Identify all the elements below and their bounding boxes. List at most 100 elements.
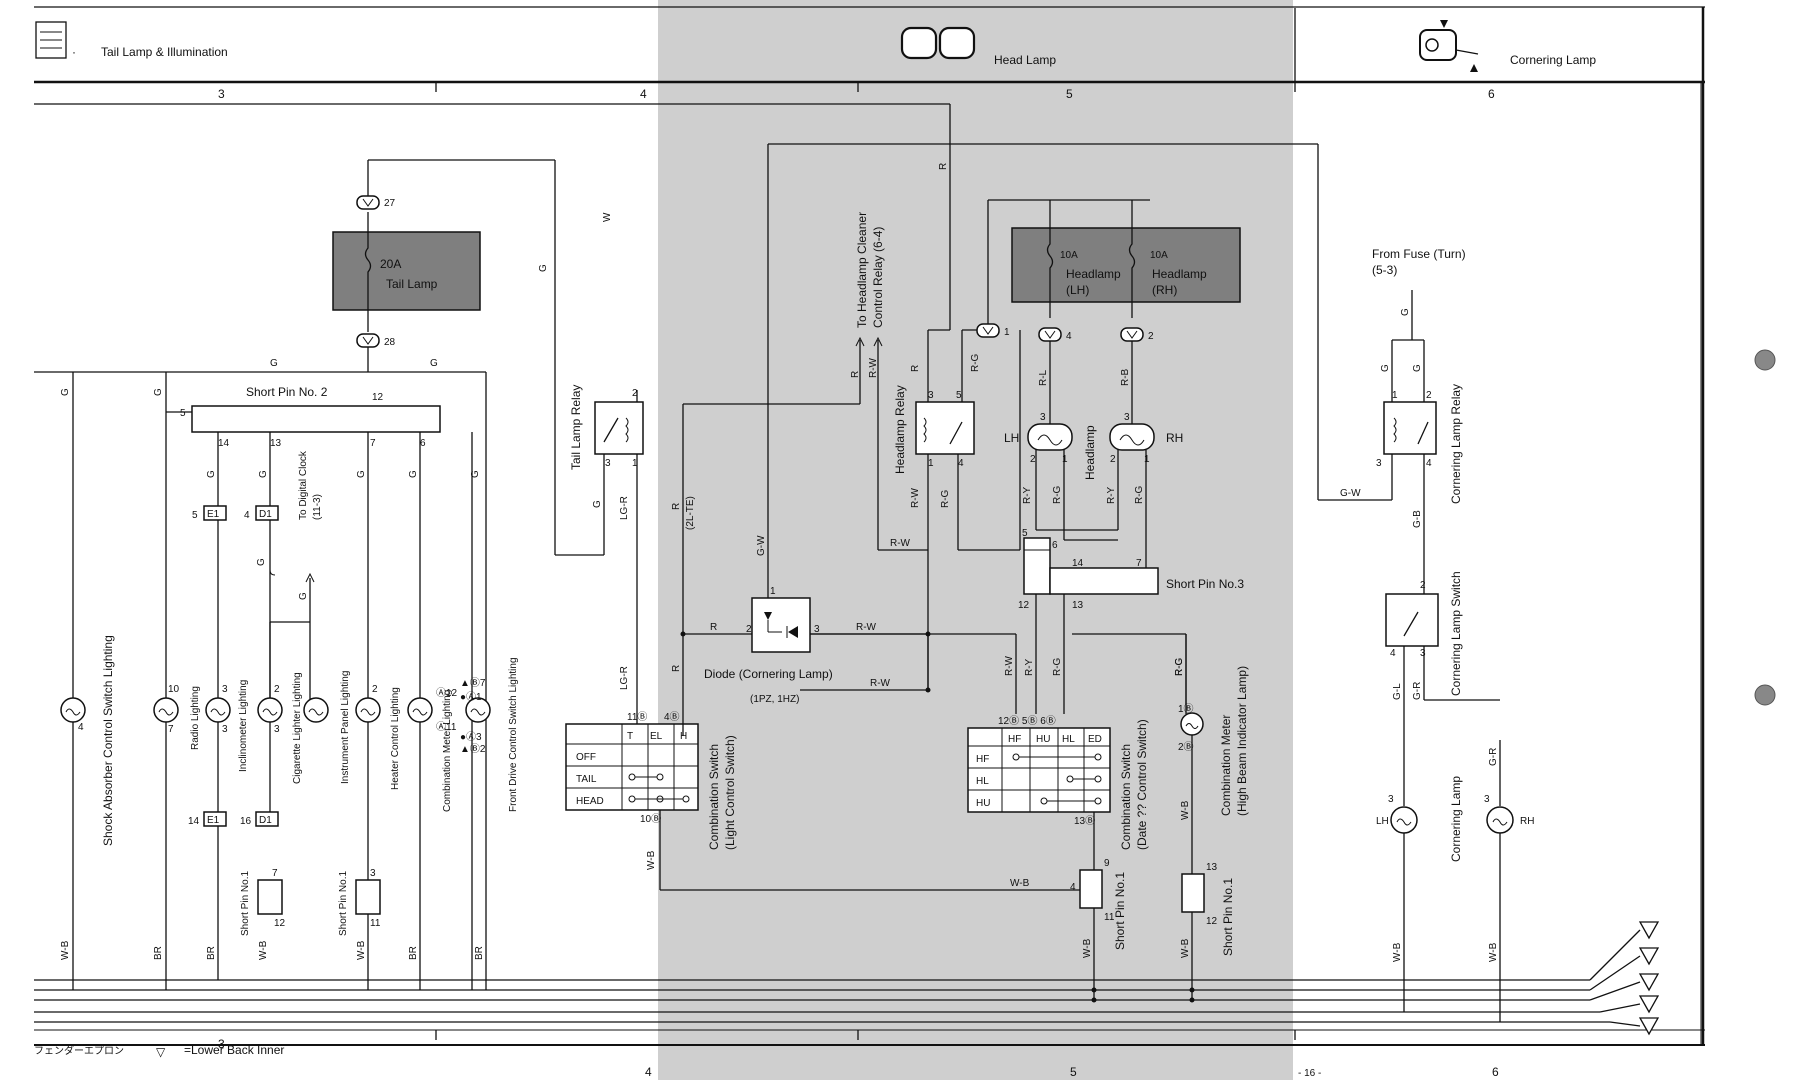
svg-text:1Ⓑ: 1Ⓑ [1178,703,1194,715]
svg-text:To Digital Clock: To Digital Clock [298,450,309,520]
svg-text:10A: 10A [1060,250,1078,261]
svg-text:LG-R: LG-R [619,496,630,520]
svg-text:5: 5 [1022,528,1028,539]
svg-text:Short Pin No.1: Short Pin No.1 [1113,872,1127,950]
svg-text:R-Y: R-Y [1022,486,1033,504]
svg-text:LH: LH [1376,816,1389,827]
column-number-top: 4 [640,87,647,101]
svg-text:3: 3 [1484,794,1490,805]
svg-text:R: R [710,622,717,633]
svg-text:(11-3): (11-3) [312,494,323,520]
svg-text:LG-R: LG-R [619,666,630,690]
svg-text:13: 13 [1072,600,1084,611]
svg-text:G-R: G-R [1488,748,1499,766]
svg-text:(5-3): (5-3) [1372,263,1397,277]
svg-text:G: G [153,388,164,396]
page-number: - 16 - [1298,1068,1321,1079]
svg-text:G-W: G-W [756,535,767,556]
svg-text:LH: LH [1004,431,1019,445]
short-pin-1-mid [1079,869,1103,909]
label-instrument-panel: Instrument Panel Lighting [340,671,351,784]
svg-text:HEAD: HEAD [576,796,604,807]
svg-text:4: 4 [244,510,250,521]
svg-text:Control Relay (6-4): Control Relay (6-4) [871,227,885,328]
label-cornering-lamp: Cornering Lamp [1449,776,1463,862]
label-headlamp: Headlamp [1083,425,1097,480]
svg-text:R-B: R-B [1120,368,1131,386]
svg-text:4Ⓑ: 4Ⓑ [664,711,680,723]
svg-text:5: 5 [956,390,962,401]
bulb-instrument-panel: 2 [355,684,381,723]
svg-text:R-W: R-W [868,357,879,378]
svg-text:3: 3 [222,724,228,735]
bulb-radio: 107 [153,684,180,735]
svg-text:2: 2 [1426,390,1432,401]
svg-text:G: G [538,264,549,272]
label-inclinometer: Inclinometer Lighting [238,680,249,772]
label-fuse-turn: From Fuse (Turn) [1372,247,1466,261]
svg-text:G: G [408,470,419,478]
short-pin-1-left-b [355,879,381,915]
svg-text:W-B: W-B [1392,942,1403,962]
label-meter: Combination Meter Lighting [442,690,453,812]
svg-text:E1: E1 [207,815,220,826]
svg-text:Ⓐ11: Ⓐ11 [436,721,457,733]
svg-text:R-G: R-G [1174,657,1185,676]
column-number-top: 3 [218,87,225,101]
svg-text:ED: ED [1088,734,1102,745]
label-corner-relay: Cornering Lamp Relay [1449,384,1463,504]
svg-text:HU: HU [976,798,990,809]
svg-text:●Ⓐ3: ●Ⓐ3 [460,731,482,743]
svg-text:G: G [356,470,367,478]
svg-text:HL: HL [1062,734,1075,745]
svg-text:1: 1 [632,458,638,469]
svg-text:EL: EL [650,731,663,742]
svg-text:10A: 10A [1150,250,1168,261]
svg-text:W-B: W-B [1488,942,1499,962]
svg-text:3: 3 [1124,412,1130,423]
short-pin-1-right [1181,873,1205,913]
svg-text:3: 3 [928,390,934,401]
head-lamp-section-shade [658,0,1293,1080]
svg-text:G: G [206,470,217,478]
svg-text:Short Pin No. 2: Short Pin No. 2 [246,385,328,399]
svg-text:D1: D1 [259,815,272,826]
svg-text:7: 7 [168,724,174,735]
svg-text:11Ⓑ: 11Ⓑ [627,711,647,723]
svg-text:Tail Lamp: Tail Lamp [386,277,438,291]
svg-text:W-B: W-B [258,940,269,960]
label-corner-switch: Cornering Lamp Switch [1449,571,1463,696]
svg-text:1: 1 [770,586,776,597]
svg-text:R-G: R-G [940,489,951,508]
svg-text:Short Pin No.1: Short Pin No.1 [338,871,349,936]
svg-text:(High Beam Indicator Lamp): (High Beam Indicator Lamp) [1235,666,1249,816]
footer-legend-text: =Lower Back Inner [184,1043,284,1057]
svg-text:R-W: R-W [1004,655,1015,676]
svg-text:12: 12 [274,918,286,929]
svg-text:W-B: W-B [646,850,657,870]
svg-text:G-B: G-B [1412,510,1423,528]
svg-text:R-G: R-G [1174,657,1185,676]
svg-text:G: G [592,500,603,508]
svg-text:7: 7 [1136,558,1142,569]
svg-text:2: 2 [372,684,378,695]
svg-text:HF: HF [1008,734,1021,745]
svg-text:2: 2 [274,684,280,695]
bulb-cigarette: 23 [257,684,283,735]
column-number-bottom: 5 [1070,1065,1077,1079]
svg-text:10Ⓑ: 10Ⓑ [640,813,661,825]
label-front-drive: Front Drive Control Switch Lighting [508,657,519,812]
label-heater: Heater Control Lighting [390,687,401,790]
bulb-cigarette-2 [303,697,329,723]
svg-text:G: G [1400,308,1411,316]
svg-text:1: 1 [1004,327,1010,338]
svg-text:BR: BR [474,946,485,960]
svg-text:3: 3 [1040,412,1046,423]
svg-text:2Ⓑ: 2Ⓑ [1178,741,1194,753]
svg-text:R-L: R-L [1038,369,1049,386]
svg-text:G: G [470,470,481,478]
svg-text:4: 4 [958,458,964,469]
svg-text:R-W: R-W [890,538,911,549]
svg-text:3: 3 [814,624,820,635]
